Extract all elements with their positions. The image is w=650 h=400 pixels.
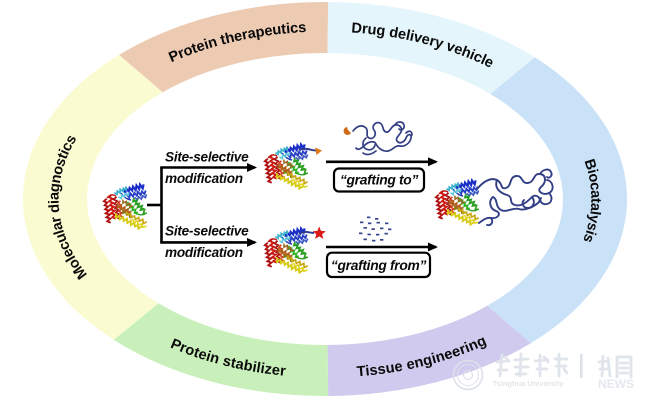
svg-text:Tsinghua University: Tsinghua University [492, 379, 564, 388]
svg-text:Site-selective: Site-selective [165, 150, 249, 165]
svg-text:modification: modification [165, 245, 243, 260]
svg-text:modification: modification [165, 171, 243, 186]
svg-text:“grafting to”: “grafting to” [340, 173, 419, 188]
svg-text:“grafting from”: “grafting from” [331, 258, 427, 273]
svg-text:NEWS: NEWS [598, 377, 634, 391]
svg-text:Site-selective: Site-selective [165, 224, 249, 239]
